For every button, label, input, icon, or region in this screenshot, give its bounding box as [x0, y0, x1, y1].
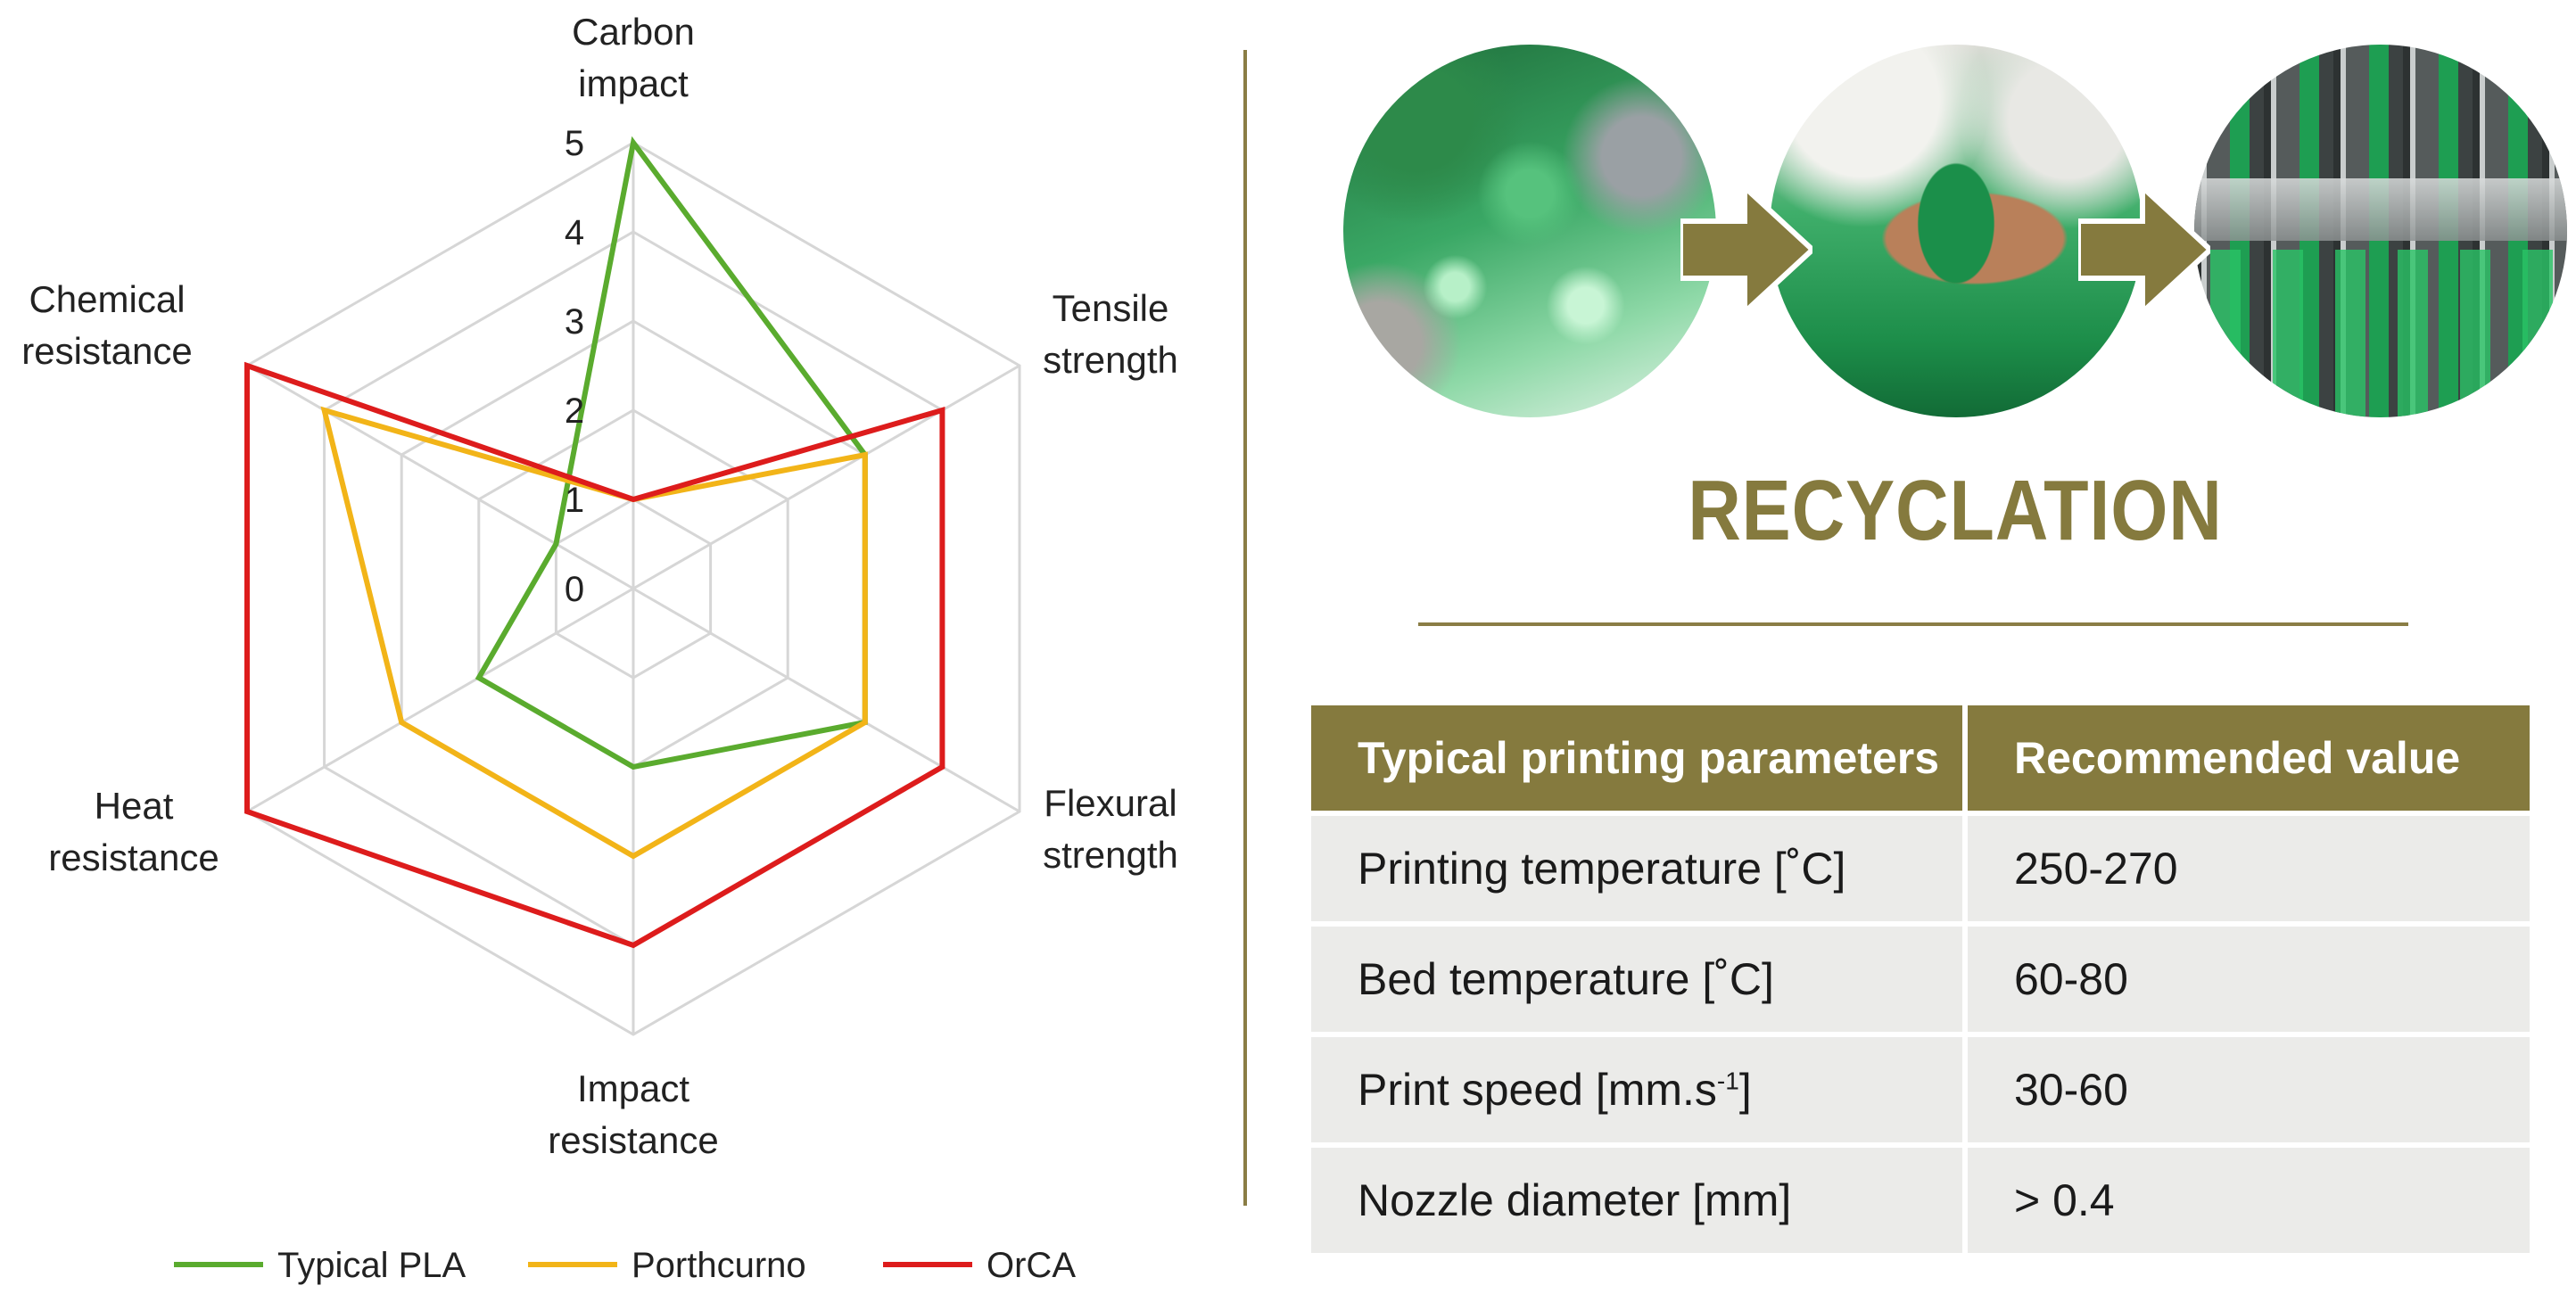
axis-label: strength [1043, 834, 1178, 876]
axis-label: Impact [577, 1067, 689, 1109]
radar-axis-labels: CarbonimpactTensilestrengthFlexuralstren… [21, 11, 1178, 1161]
vertical-divider [1243, 50, 1247, 1206]
bottle-production-line-photo [2194, 45, 2567, 417]
table-row: Printing temperature [˚C] 250-270 [1311, 816, 2530, 921]
legend-label: OrCA [987, 1246, 1076, 1285]
param-superscript: -1 [1716, 1067, 1739, 1095]
table-cell-value: 30-60 [1968, 1037, 2530, 1142]
table-header-row: Typical printing parameters Recommended … [1311, 705, 2530, 811]
tick-label: 3 [565, 302, 584, 342]
param-text: Print speed [mm.s [1358, 1065, 1717, 1115]
title-rule [1418, 622, 2408, 626]
recyclation-title: RECYCLATION [1688, 463, 2223, 558]
printing-parameters-table: Typical printing parameters Recommended … [1311, 700, 2530, 1258]
table-cell-value: 60-80 [1968, 927, 2530, 1032]
radar-legend: Typical PLA Porthcurno OrCA [174, 1246, 1076, 1285]
right-arrow-icon [1680, 187, 1812, 312]
axis-label: resistance [548, 1119, 718, 1161]
axis-label: Heat [95, 785, 174, 827]
right-arrow-icon [2078, 187, 2210, 312]
series-line [475, 136, 868, 770]
axis-label: Tensile [1053, 287, 1169, 329]
table-cell-value: 250-270 [1968, 816, 2530, 921]
tick-label: 2 [565, 391, 584, 431]
table-header-parameter: Typical printing parameters [1311, 705, 1968, 811]
tick-label: 5 [565, 124, 584, 163]
tick-label: 0 [565, 570, 584, 609]
tick-label: 4 [565, 213, 584, 252]
table-row: Bed temperature [˚C] 60-80 [1311, 927, 2530, 1032]
table-cell-parameter: Bed temperature [˚C] [1311, 927, 1968, 1032]
param-text-tail: ] [1738, 1065, 1752, 1115]
table-cell-parameter: Print speed [mm.s-1] [1311, 1037, 1968, 1142]
axis-label: resistance [48, 836, 219, 878]
axis-label: Flexural [1044, 782, 1177, 824]
legend-label: Typical PLA [277, 1246, 466, 1285]
axis-label: Chemical [29, 278, 185, 320]
table-cell-value: > 0.4 [1968, 1148, 2530, 1253]
table-header-value: Recommended value [1968, 705, 2530, 811]
axis-label: Carbon [572, 11, 695, 53]
legend-label: Porthcurno [632, 1246, 806, 1285]
radar-grid [245, 141, 1021, 1036]
axis-label: impact [578, 62, 689, 104]
grid-spoke [632, 587, 1020, 813]
grid-spoke [246, 364, 634, 590]
table-row: Print speed [mm.s-1] 30-60 [1311, 1037, 2530, 1142]
grid-spoke [246, 587, 634, 813]
plastic-bottle-waste-photo [1343, 45, 1716, 417]
radar-ticks: 0 1 2 3 4 5 [565, 124, 584, 609]
series-line [320, 406, 868, 860]
grid-spoke [632, 364, 1020, 590]
table-row: Nozzle diameter [mm] > 0.4 [1311, 1148, 2530, 1253]
table-cell-parameter: Nozzle diameter [mm] [1311, 1148, 1968, 1253]
table-cell-parameter: Printing temperature [˚C] [1311, 816, 1968, 921]
radar-series [244, 136, 945, 949]
tick-label: 1 [565, 481, 584, 520]
axis-label: strength [1043, 339, 1178, 381]
axis-label: resistance [21, 330, 192, 372]
series-line [244, 361, 945, 949]
